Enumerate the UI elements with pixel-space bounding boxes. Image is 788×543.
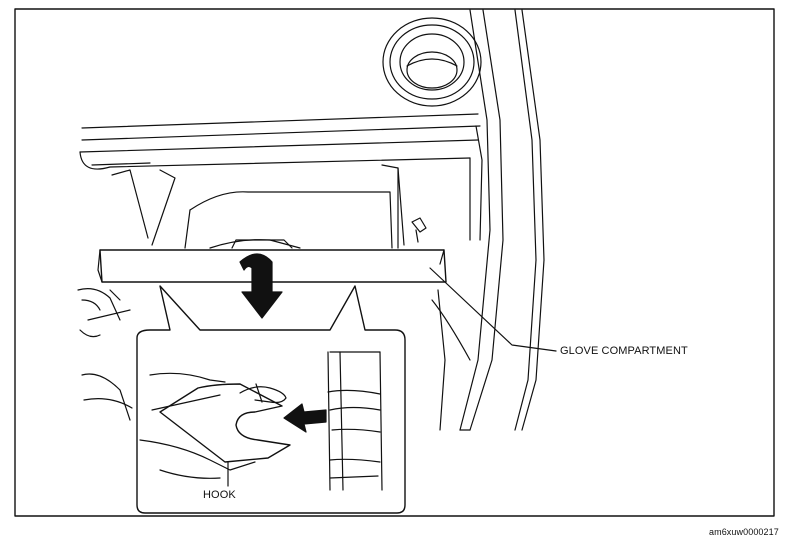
glove-compartment — [97, 164, 447, 283]
glove-compartment-lid — [99, 249, 447, 283]
dashboard — [79, 113, 483, 241]
inset-detail — [136, 285, 406, 514]
left-arrow-icon — [283, 403, 327, 433]
hook — [159, 383, 291, 463]
air-vent — [382, 17, 482, 107]
door-pillar — [431, 9, 545, 431]
glove-compartment-leader-line — [429, 267, 557, 352]
figure-id: am6xuw0000217 — [709, 527, 779, 537]
figure-frame — [14, 8, 775, 517]
glove-compartment-label: GLOVE COMPARTMENT — [560, 345, 688, 357]
left-area — [77, 288, 133, 421]
down-curved-arrow-icon — [239, 253, 283, 319]
hook-label: HOOK — [203, 489, 236, 501]
